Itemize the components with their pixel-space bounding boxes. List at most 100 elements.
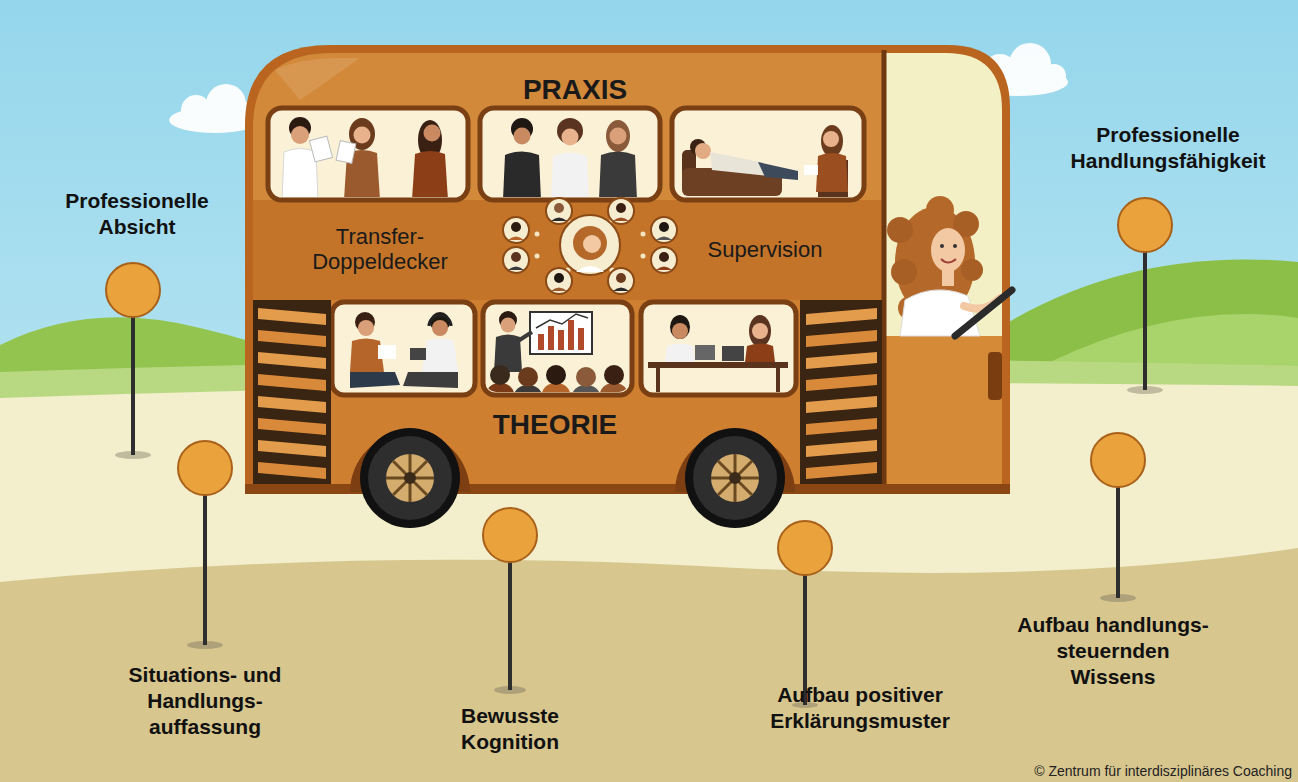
people-network — [511, 252, 521, 262]
passenger-figure — [546, 365, 566, 385]
bus-window — [480, 108, 660, 200]
people-network — [503, 247, 529, 273]
bus-driver — [887, 217, 913, 243]
bus-body — [253, 300, 882, 484]
passenger-figure — [599, 152, 637, 201]
bus-stop-sign: Aufbau handlungs- steuernden Wissens — [1090, 432, 1146, 488]
passenger-figure — [514, 385, 542, 407]
passenger-figure — [358, 320, 374, 336]
bus-window — [268, 108, 468, 200]
passenger-figure — [424, 125, 441, 142]
bus-window — [641, 302, 796, 395]
ground — [0, 548, 1298, 782]
passenger-figure — [410, 348, 426, 360]
passenger-figure — [558, 330, 564, 350]
passenger-figure — [568, 320, 574, 350]
people-network — [659, 222, 669, 232]
bus-driver — [953, 244, 957, 248]
people-network — [503, 198, 677, 294]
staircase — [258, 352, 326, 369]
people-network — [546, 268, 572, 294]
copyright-note: © Zentrum für interdisziplinäres Coachin… — [1034, 763, 1292, 779]
people-network — [651, 217, 677, 243]
staircase — [806, 418, 877, 435]
people-network — [546, 198, 572, 224]
people-network — [616, 273, 626, 283]
bus-stop-sign: Professionelle Absicht — [105, 262, 161, 318]
stop-pole — [1116, 470, 1120, 598]
people-network — [641, 254, 646, 259]
staircase — [258, 308, 326, 325]
staircase — [806, 330, 877, 347]
passenger-figure — [432, 320, 448, 336]
wheel — [360, 428, 460, 528]
passenger-figure — [722, 346, 744, 361]
deck-label: THEORIE — [493, 409, 617, 441]
passenger-figure — [578, 328, 584, 350]
stop-label: Situations- und Handlungs- auffassung — [118, 662, 293, 740]
stop-sign-outline — [105, 262, 161, 318]
people-network — [554, 273, 564, 283]
wheel — [711, 454, 759, 502]
bus-window — [483, 302, 632, 395]
bus-body — [245, 45, 1010, 494]
staircase — [253, 300, 331, 484]
bus-body — [886, 53, 1002, 336]
passenger-figure — [600, 383, 628, 405]
bus-body — [882, 50, 887, 486]
bus-driver — [961, 259, 983, 281]
passenger-figure — [350, 372, 400, 388]
bus-window — [332, 302, 475, 395]
passenger-figure — [695, 143, 711, 159]
passenger-figure — [670, 315, 690, 339]
passenger-figure — [354, 127, 371, 144]
stop-label: Bewusste Kognition — [461, 703, 559, 755]
bus-body — [886, 336, 1002, 484]
staircase — [258, 330, 326, 347]
passenger-figure — [610, 128, 627, 145]
passenger-figure — [514, 128, 531, 145]
staircase — [806, 396, 877, 413]
passenger-figure — [758, 162, 798, 180]
passenger-figure — [518, 332, 532, 341]
people-network — [554, 203, 564, 213]
people-network — [508, 203, 672, 291]
people-network — [651, 247, 677, 273]
staircase — [258, 396, 326, 413]
stop-label: Aufbau positiver Erklärungsmuster — [770, 682, 950, 734]
stop-pole — [131, 300, 135, 455]
people-network — [503, 198, 677, 294]
passenger-figure — [503, 152, 541, 201]
passenger-figure — [752, 323, 768, 339]
bus-stop-sign: Aufbau positiver Erklärungsmuster — [777, 520, 833, 576]
passenger-figure — [648, 362, 788, 368]
people-network — [560, 215, 620, 275]
passenger-figure — [403, 372, 458, 388]
passenger-figure — [422, 339, 458, 373]
stop-sign-outline — [482, 507, 538, 563]
stop-sign-outline — [177, 440, 233, 496]
staircase — [258, 440, 326, 457]
cloud — [181, 95, 211, 125]
bus-driver — [926, 196, 954, 224]
stop-sign-disc — [778, 521, 832, 575]
wheel — [404, 472, 416, 484]
wheel — [350, 428, 795, 528]
wheel — [386, 454, 434, 502]
wheel — [711, 454, 759, 502]
people-network — [573, 226, 607, 260]
people-network — [656, 267, 672, 271]
bus-label: Transfer- Doppeldecker — [312, 224, 448, 275]
stop-sign-disc — [483, 508, 537, 562]
staircase — [806, 308, 877, 325]
passenger-figure — [665, 344, 695, 363]
people-network — [613, 218, 629, 222]
people-network — [641, 232, 646, 237]
stop-pole — [1143, 235, 1147, 390]
people-network — [511, 222, 521, 232]
passenger-figure — [486, 383, 514, 405]
staircase — [258, 374, 326, 391]
people-network — [508, 267, 524, 271]
passenger-figure — [548, 326, 554, 350]
